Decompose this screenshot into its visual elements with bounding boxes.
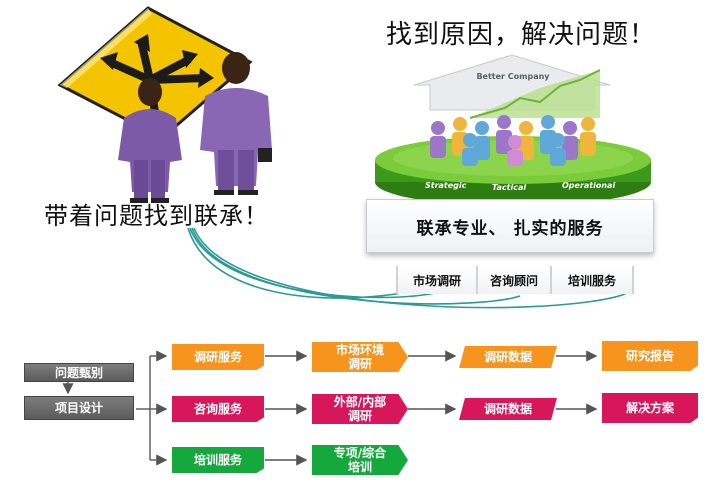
top-illustration: Better Company Strategic Tactical Operat… [57,6,651,309]
flowchart-connectors [62,350,598,466]
platform-label-operational: Operational [562,181,615,190]
road-sign-icon [57,6,253,140]
flow-solution: 解决方案 [602,393,698,423]
businessman-right-icon [200,52,272,195]
flow-problem-identification: 问题甄别 [24,363,134,382]
flow-research-report: 研究报告 [602,341,698,371]
headline-left: 带着问题找到联承！ [44,202,269,230]
platform-label-tactical: Tactical [492,183,526,192]
flow-research-data-2-label: 调研数据 [483,402,532,416]
service-tab-market-research: 市场调研 [396,266,478,294]
growth-arrow-icon [413,54,611,119]
businessman-left-icon [118,78,182,203]
arrow-top-label: Better Company [476,72,550,81]
flow-training-service: 培训服务 [172,447,264,473]
connector-curves [187,227,626,309]
headline-top: 找到原因，解决问题！ [386,20,657,50]
service-tab-consulting: 咨询顾问 [476,266,552,294]
flow-research-service: 调研服务 [172,344,264,370]
flow-research-data-2: 调研数据 [459,398,557,420]
service-tab-training: 培训服务 [550,266,634,294]
flow-market-env-research: 市场环境 调研 [312,342,408,372]
flow-research-data-1-label: 调研数据 [483,350,532,364]
flow-project-design: 项目设计 [24,396,134,420]
flow-consulting-service: 咨询服务 [172,396,264,422]
flow-ext-int-research: 外部/内部 调研 [312,394,408,424]
flow-special-comprehensive-training: 专项/综合 培训 [312,445,408,475]
service-banner: 联承专业、 扎实的服务 [366,199,654,253]
platform-label-strategic: Strategic [425,181,467,190]
team-people-icon [430,115,596,166]
flow-research-data-1: 调研数据 [459,346,557,368]
